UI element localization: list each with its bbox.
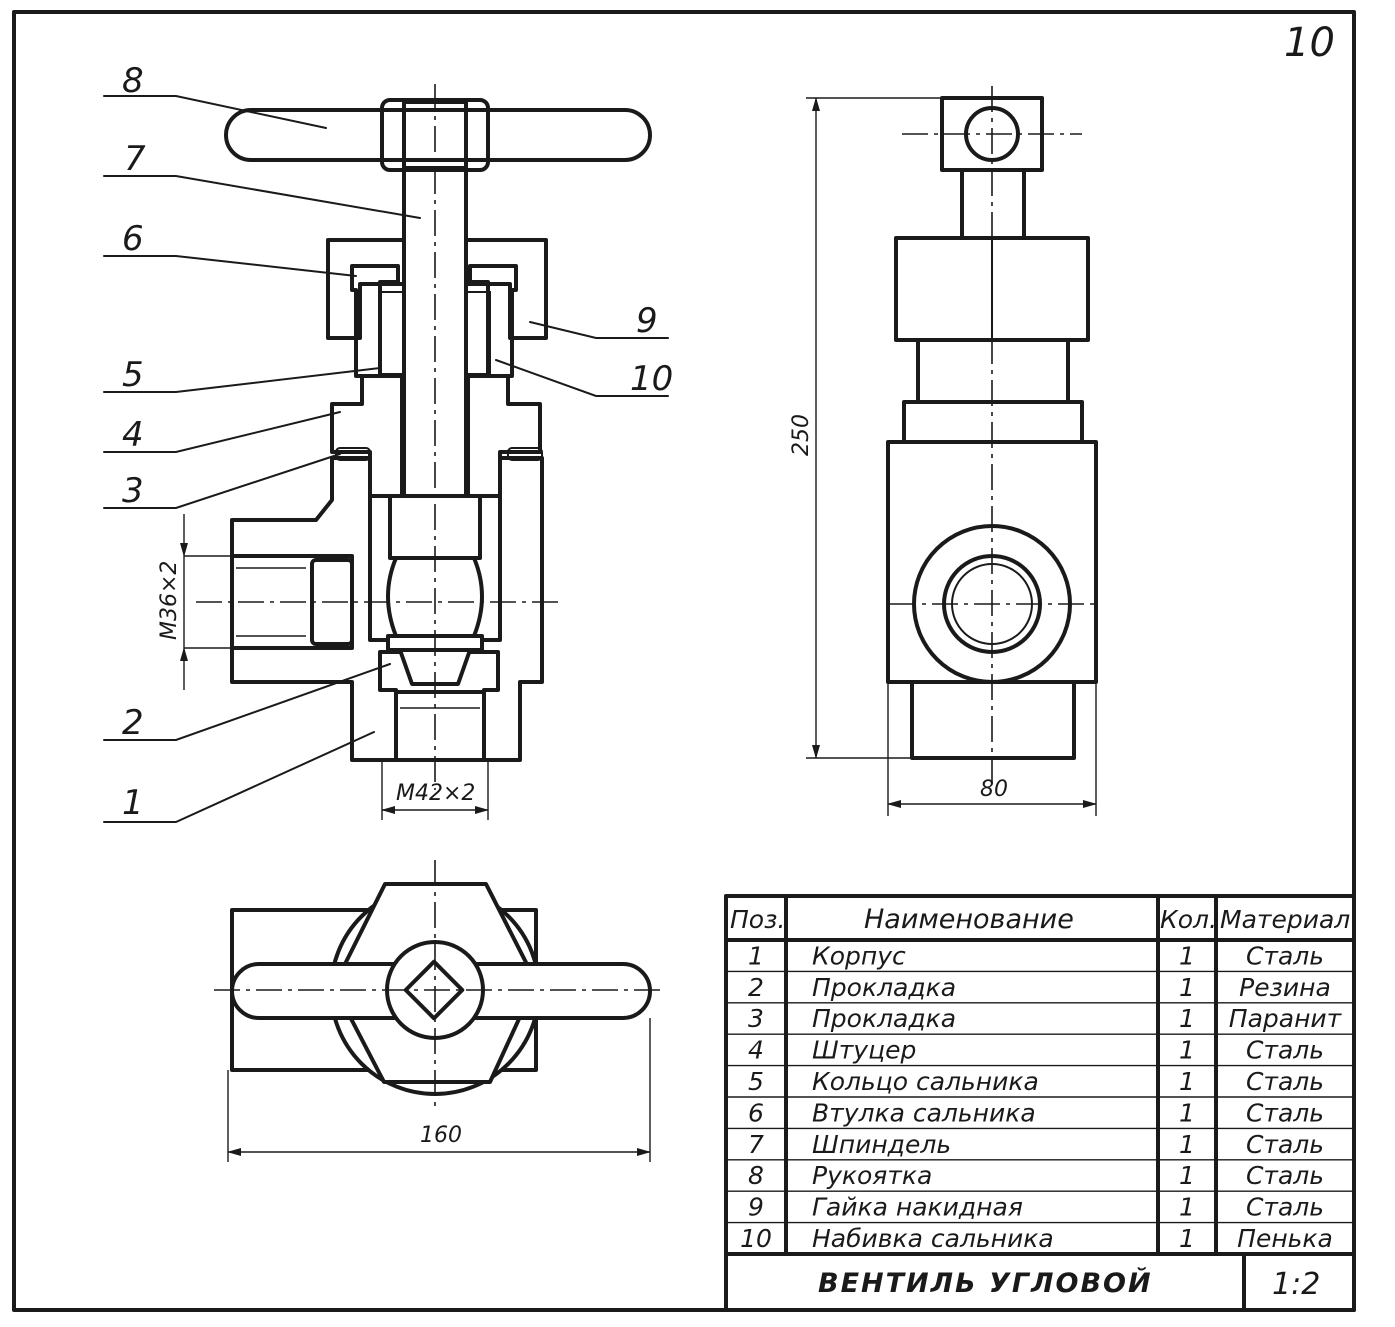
dim-height: 250 bbox=[789, 414, 814, 456]
row-qty: 1 bbox=[1179, 1098, 1195, 1127]
row-material: Сталь bbox=[1246, 941, 1324, 970]
callout-3: 3 bbox=[122, 471, 144, 511]
top-view: 160 bbox=[214, 860, 662, 1162]
header-qty: Кол. bbox=[1160, 905, 1217, 934]
row-material: Сталь bbox=[1246, 1130, 1324, 1159]
row-name: Прокладка bbox=[812, 973, 956, 1002]
callout-8: 8 bbox=[122, 61, 144, 101]
row-name: Штуцер bbox=[812, 1036, 916, 1065]
row-name: Корпус bbox=[812, 941, 906, 970]
callout-7: 7 bbox=[124, 139, 146, 179]
callout-9: 9 bbox=[636, 301, 658, 341]
row-name: Рукоятка bbox=[812, 1161, 932, 1190]
handle-bar bbox=[224, 108, 652, 162]
side-view: 250 80 bbox=[789, 86, 1098, 816]
leader-3 bbox=[103, 453, 341, 509]
table-row: 2 Прокладка 1 Резина bbox=[748, 973, 1331, 1002]
header-material: Материал bbox=[1220, 905, 1350, 934]
union-nut bbox=[326, 238, 548, 340]
table-row: 7 Шпиндель 1 Сталь bbox=[748, 1130, 1324, 1159]
row-material: Сталь bbox=[1246, 1036, 1324, 1065]
callout-2: 2 bbox=[122, 703, 144, 743]
gland-packing-left bbox=[379, 291, 405, 375]
row-name: Втулка сальника bbox=[812, 1098, 1036, 1127]
table-row: 6 Втулка сальника 1 Сталь bbox=[748, 1098, 1324, 1127]
dim-thread-bottom: М42×2 bbox=[396, 781, 475, 806]
bottom-outlet-bore bbox=[394, 690, 486, 762]
row-name: Гайка накидная bbox=[812, 1193, 1023, 1222]
row-pos: 2 bbox=[748, 973, 764, 1002]
row-pos: 7 bbox=[748, 1130, 764, 1159]
table-row: 1 Корпус 1 Сталь bbox=[748, 941, 1324, 970]
header-name: Наименование bbox=[864, 904, 1074, 935]
table-row: 5 Кольцо сальника 1 Сталь bbox=[748, 1067, 1324, 1096]
leader-6 bbox=[103, 255, 357, 277]
leader-9 bbox=[529, 321, 669, 339]
spindle-side bbox=[960, 168, 1026, 240]
dim-length: 160 bbox=[420, 1123, 462, 1148]
fitting-side bbox=[902, 400, 1084, 444]
bottom-neck-side bbox=[910, 680, 1076, 760]
leader-10 bbox=[495, 359, 669, 397]
row-material: Сталь bbox=[1246, 1193, 1324, 1222]
sheet-number: 10 bbox=[1284, 20, 1335, 66]
row-pos: 9 bbox=[748, 1193, 764, 1222]
row-pos: 4 bbox=[748, 1036, 764, 1065]
leader-7 bbox=[103, 175, 421, 219]
row-name: Набивка сальника bbox=[812, 1224, 1054, 1253]
row-name: Шпиндель bbox=[812, 1130, 951, 1159]
row-material: Пенька bbox=[1237, 1224, 1333, 1253]
fitting-left bbox=[330, 374, 404, 498]
table-row: 3 Прокладка 1 Паранит bbox=[748, 1004, 1343, 1033]
row-pos: 3 bbox=[748, 1004, 764, 1033]
row-qty: 1 bbox=[1179, 1130, 1195, 1159]
title-block-scale: 1:2 bbox=[1272, 1267, 1320, 1302]
callout-1: 1 bbox=[122, 783, 144, 823]
row-qty: 1 bbox=[1179, 1067, 1195, 1096]
row-material: Сталь bbox=[1246, 1161, 1324, 1190]
row-qty: 1 bbox=[1179, 973, 1195, 1002]
row-qty: 1 bbox=[1179, 1193, 1195, 1222]
row-material: Сталь bbox=[1246, 1067, 1324, 1096]
table-row: 4 Штуцер 1 Сталь bbox=[748, 1036, 1324, 1065]
table-row: 9 Гайка накидная 1 Сталь bbox=[748, 1193, 1324, 1222]
leader-8 bbox=[103, 95, 327, 129]
fitting-right bbox=[466, 374, 542, 498]
callout-10: 10 bbox=[630, 359, 673, 399]
row-pos: 6 bbox=[748, 1098, 764, 1127]
row-pos: 1 bbox=[748, 941, 764, 970]
header-pos: Поз. bbox=[730, 905, 785, 934]
row-qty: 1 bbox=[1179, 1161, 1195, 1190]
table-row: 8 Рукоятка 1 Сталь bbox=[748, 1161, 1324, 1190]
row-qty: 1 bbox=[1179, 1036, 1195, 1065]
row-pos: 8 bbox=[748, 1161, 764, 1190]
leader-1 bbox=[103, 731, 375, 823]
row-material: Сталь bbox=[1246, 1098, 1324, 1127]
row-qty: 1 bbox=[1179, 1004, 1195, 1033]
sheet-frame bbox=[12, 10, 1356, 1312]
front-section-view: 8 7 6 5 4 3 2 1 9 10 М36×2 М42×2 bbox=[103, 61, 673, 823]
row-name: Кольцо сальника bbox=[812, 1067, 1039, 1096]
title-block-title: ВЕНТИЛЬ УГЛОВОЙ bbox=[818, 1267, 1153, 1299]
leader-4 bbox=[103, 411, 341, 453]
row-name: Прокладка bbox=[812, 1004, 956, 1033]
leader-2 bbox=[103, 663, 391, 741]
row-qty: 1 bbox=[1179, 941, 1195, 970]
table-row: 10 Набивка сальника 1 Пенька bbox=[740, 1224, 1333, 1253]
thread-band bbox=[916, 338, 1070, 404]
row-qty: 1 bbox=[1179, 1224, 1195, 1253]
row-pos: 10 bbox=[740, 1224, 772, 1253]
leader-5 bbox=[103, 367, 381, 393]
callout-4: 4 bbox=[122, 415, 144, 455]
row-material: Резина bbox=[1239, 973, 1331, 1002]
row-pos: 5 bbox=[748, 1067, 764, 1096]
dim-thread-side: М36×2 bbox=[157, 561, 182, 640]
callout-5: 5 bbox=[122, 355, 144, 395]
callout-6: 6 bbox=[122, 219, 144, 259]
row-material: Паранит bbox=[1229, 1004, 1343, 1033]
gland-bushing-right bbox=[468, 264, 518, 378]
dim-width: 80 bbox=[980, 777, 1008, 802]
